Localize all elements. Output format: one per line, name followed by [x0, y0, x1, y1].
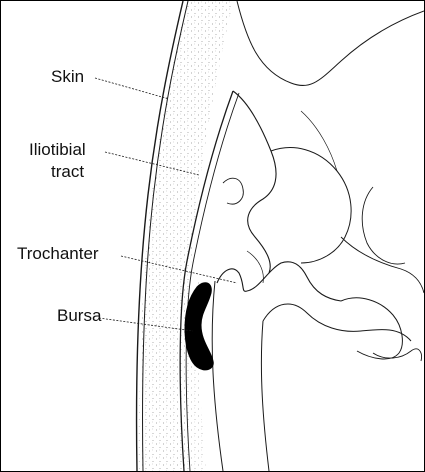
acetabulum-rim: [271, 148, 351, 263]
label-bursa: Bursa: [57, 306, 101, 326]
label-iliotibial-line2: tract: [29, 161, 86, 183]
femur-shaft-medial: [261, 321, 269, 471]
skin-leader-line: [95, 78, 169, 99]
femoral-neck: [263, 304, 411, 341]
label-iliotibial-line1: Iliotibial: [29, 140, 86, 159]
iliac-crest: [237, 1, 424, 86]
acetabulum-inner: [362, 187, 405, 264]
label-trochanter: Trochanter: [17, 244, 99, 264]
label-skin: Skin: [51, 67, 84, 87]
femoral-head-outline: [341, 298, 402, 359]
ilium-outer: [233, 91, 276, 273]
femur-shaft-lateral: [212, 281, 223, 471]
greater-trochanter-outline: [217, 262, 341, 301]
pelvis-detail-2: [247, 251, 263, 283]
label-iliotibial-tract: Iliotibial tract: [29, 139, 86, 183]
pubic-ramus: [341, 237, 424, 293]
pelvis-detail-1: [301, 111, 337, 171]
ilium-notch: [223, 178, 243, 204]
